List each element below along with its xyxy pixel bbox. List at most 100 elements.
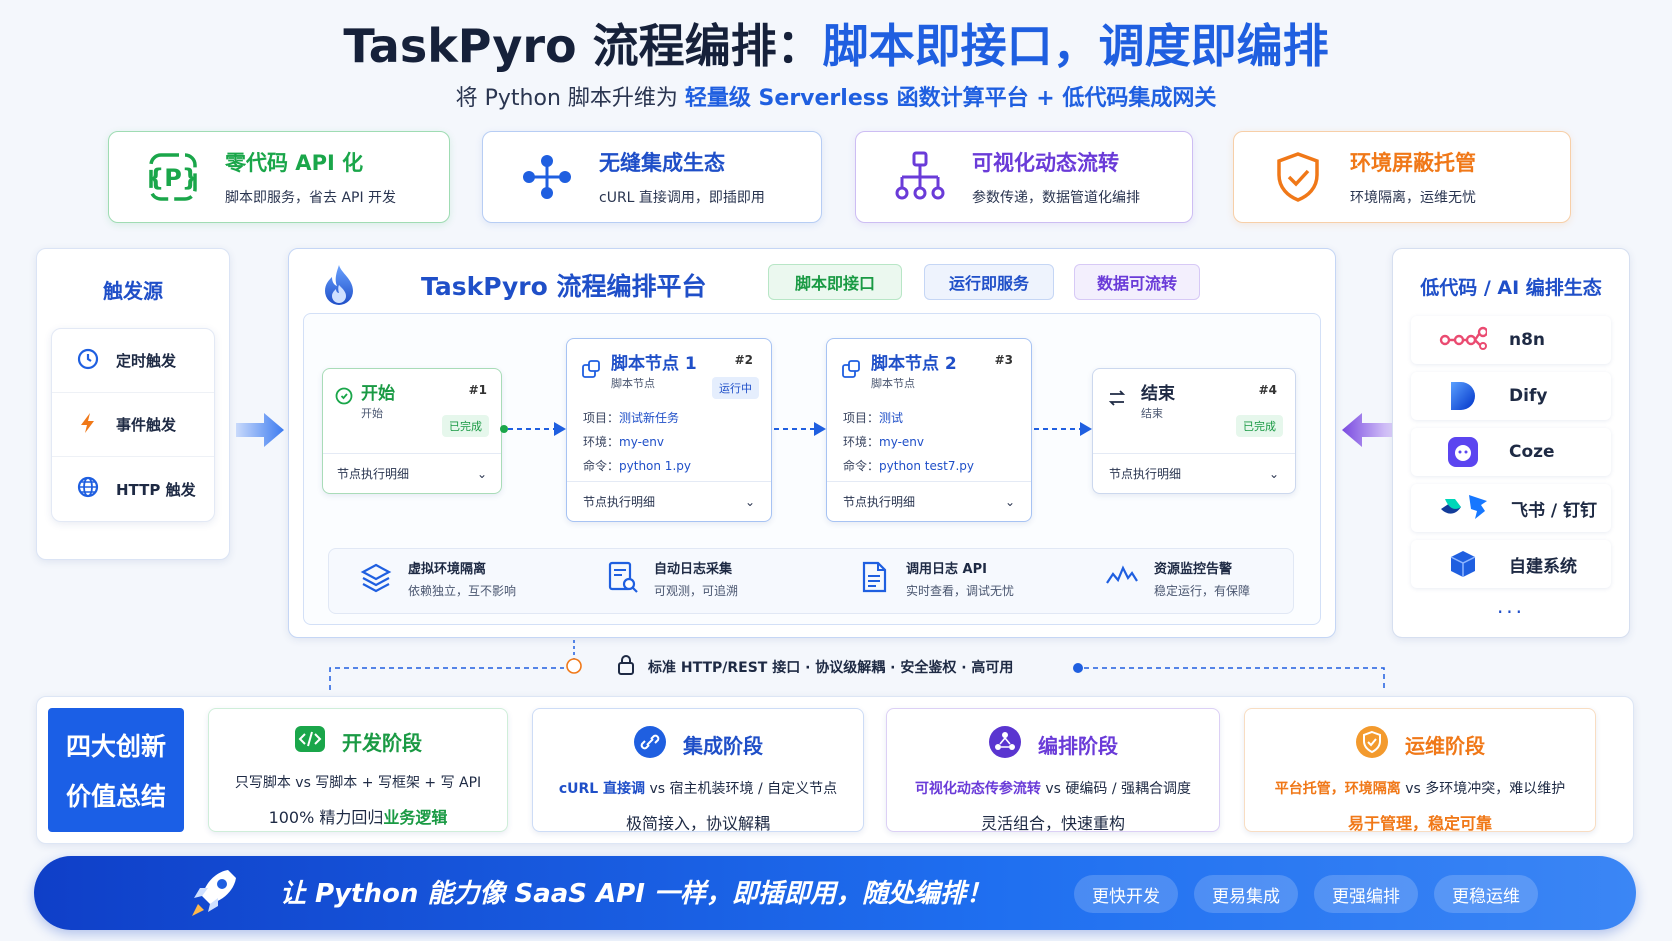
feature-card-flow: 可视化动态流转参数传递，数据管道化编排 xyxy=(855,131,1193,223)
swap-arrows-icon xyxy=(1107,389,1127,411)
trigger-list: 定时触发 事件触发 HTTP 触发 xyxy=(51,328,215,522)
monitor-wave-icon xyxy=(1104,559,1140,599)
interface-bar: 标准 HTTP/REST 接口 · 协议级解耦 · 安全鉴权 · 高可用 xyxy=(616,654,1013,680)
eco-item-dify[interactable]: Dify xyxy=(1411,372,1611,420)
platform-title: TaskPyro 流程编排平台 xyxy=(421,272,707,301)
node-number: #4 xyxy=(1258,383,1277,397)
status-badge: 已完成 xyxy=(1236,415,1283,437)
feature-desc: 脚本即服务，省去 API 开发 xyxy=(225,190,397,206)
feature-title: 环境屏蔽托管 xyxy=(1350,151,1476,175)
eco-item-coze[interactable]: Coze xyxy=(1411,428,1611,476)
cube-icon xyxy=(1439,549,1487,579)
shield-badge-icon xyxy=(1355,725,1389,764)
node-end[interactable]: 结束 结束 #4 已完成 节点执行明细⌄ xyxy=(1092,368,1296,494)
ecosystem-more: ... xyxy=(1496,594,1526,618)
shield-check-icon xyxy=(1270,149,1326,205)
node-footer[interactable]: 节点执行明细⌄ xyxy=(827,481,1031,521)
status-badge: 运行中 xyxy=(712,377,759,399)
feature-title: 可视化动态流转 xyxy=(972,151,1119,175)
flame-logo-icon xyxy=(321,263,357,311)
eco-item-n8n[interactable]: n8n xyxy=(1411,316,1611,364)
feature-desc: cURL 直接调用，即插即用 xyxy=(599,190,765,206)
rocket-icon xyxy=(186,864,242,926)
n8n-logo-icon xyxy=(1439,326,1489,355)
globe-icon xyxy=(76,475,100,503)
eco-item-feishu-dingtalk[interactable]: 飞书 / 钉钉 xyxy=(1411,484,1611,532)
link-icon xyxy=(633,725,667,764)
feature-desc: 参数传递，数据管道化编排 xyxy=(972,190,1140,206)
trigger-arrow xyxy=(236,410,286,454)
page-title: TaskPyro 流程编排：脚本即接口，调度即编排 xyxy=(343,19,1329,73)
tag-stronger-orchestration: 更强编排 xyxy=(1314,875,1418,913)
capability-venv: 虚拟环境隔离依赖独立，互不影响 xyxy=(358,558,516,599)
node-title: 脚本节点 2 xyxy=(871,354,957,374)
node-subtitle: 脚本节点 xyxy=(871,377,915,390)
summary-title-block: 四大创新价值总结 xyxy=(48,708,184,832)
node-subtitle: 结束 xyxy=(1141,407,1163,420)
node-row-cmd: 命令：python 1.py xyxy=(583,459,691,473)
stage-development: 开发阶段 只写脚本 vs 写脚本 + 写框架 + 写 API 100% 精力回归… xyxy=(208,708,508,832)
orchestration-icon xyxy=(988,725,1022,764)
ecosystem-title: 低代码 / AI 编排生态 xyxy=(1420,277,1602,299)
trigger-timer: 定时触发 xyxy=(52,329,214,393)
node-title: 结束 xyxy=(1141,384,1175,404)
integration-nodes-icon xyxy=(519,149,575,205)
lock-icon xyxy=(616,654,636,680)
chevron-down-icon: ⌄ xyxy=(744,494,755,509)
flow-tree-icon xyxy=(892,149,948,205)
clock-icon xyxy=(76,347,100,375)
dify-logo-icon xyxy=(1439,380,1487,412)
stage-integration: 集成阶段 cURL 直接调 vs 宿主机装环境 / 自定义节点 极简接入，协议解… xyxy=(532,708,864,833)
banner-slogan: 让 Python 能力像 SaaS API 一样，即插即用，随处编排！ xyxy=(280,879,992,909)
node-row-project: 项目：测试新任务 xyxy=(583,411,680,425)
tag-stable-ops: 更稳运维 xyxy=(1434,875,1538,913)
coze-logo-icon xyxy=(1439,436,1487,468)
capability-monitor: 资源监控告警稳定运行，有保障 xyxy=(1104,558,1250,599)
capability-bar xyxy=(328,548,1294,614)
feature-card-api: {P} 零代码 API 化脚本即服务，省去 API 开发 xyxy=(108,131,450,223)
trigger-panel: 触发源 定时触发 事件触发 HTTP 触发 xyxy=(36,248,230,560)
node-script-2[interactable]: 脚本节点 2 脚本节点 #3 项目：测试 环境：my-env 命令：python… xyxy=(826,338,1032,522)
ecosystem-panel: 低代码 / AI 编排生态 n8n Dify Coze 飞书 / 钉钉 自建系统… xyxy=(1392,248,1630,638)
lightning-icon xyxy=(76,411,100,439)
chevron-down-icon: ⌄ xyxy=(1268,466,1279,481)
capability-log: 自动日志采集可观测，可追溯 xyxy=(604,558,738,599)
bottom-banner xyxy=(34,856,1636,930)
ecosystem-arrow xyxy=(1340,410,1394,454)
pill-script-interface: 脚本即接口 xyxy=(768,264,902,300)
script-node-icon xyxy=(581,359,601,383)
feature-card-shield: 环境屏蔽托管环境隔离，运维无忧 xyxy=(1233,131,1571,223)
eco-item-self-built[interactable]: 自建系统 xyxy=(1411,540,1611,588)
feature-desc: 环境隔离，运维无忧 xyxy=(1350,190,1476,206)
trigger-http: HTTP 触发 xyxy=(52,457,214,521)
trigger-title: 触发源 xyxy=(103,279,163,303)
status-badge: 已完成 xyxy=(442,415,489,437)
stage-orchestration: 编排阶段 可视化动态传参流转 vs 硬编码 / 强耦合调度 灵活组合，快速重构 xyxy=(886,708,1220,833)
trigger-event: 事件触发 xyxy=(52,393,214,457)
node-row-env: 环境：my-env xyxy=(843,435,925,449)
script-node-icon xyxy=(841,359,861,383)
node-row-cmd: 命令：python test7.py xyxy=(843,459,975,473)
tag-easier-integration: 更易集成 xyxy=(1194,875,1298,913)
play-circle-icon xyxy=(335,387,353,409)
node-footer[interactable]: 节点执行明细⌄ xyxy=(567,481,771,521)
layers-icon xyxy=(358,559,394,599)
chevron-down-icon: ⌄ xyxy=(476,466,487,481)
code-tag-icon xyxy=(294,725,326,758)
document-icon xyxy=(856,559,892,599)
node-number: #3 xyxy=(994,353,1013,367)
node-subtitle: 脚本节点 xyxy=(611,377,655,390)
log-search-icon xyxy=(604,559,640,599)
feishu-dingtalk-icon xyxy=(1439,491,1489,526)
chevron-down-icon: ⌄ xyxy=(1004,494,1015,509)
node-subtitle: 开始 xyxy=(361,407,383,420)
node-footer[interactable]: 节点执行明细⌄ xyxy=(1093,453,1295,493)
node-script-1[interactable]: 脚本节点 1 脚本节点 #2 运行中 项目：测试新任务 环境：my-env 命令… xyxy=(566,338,772,522)
node-start[interactable]: 开始 开始 #1 已完成 节点执行明细⌄ xyxy=(322,368,502,494)
node-row-project: 项目：测试 xyxy=(843,411,904,425)
node-footer[interactable]: 节点执行明细⌄ xyxy=(323,453,501,493)
api-code-icon: {P} xyxy=(145,149,201,205)
